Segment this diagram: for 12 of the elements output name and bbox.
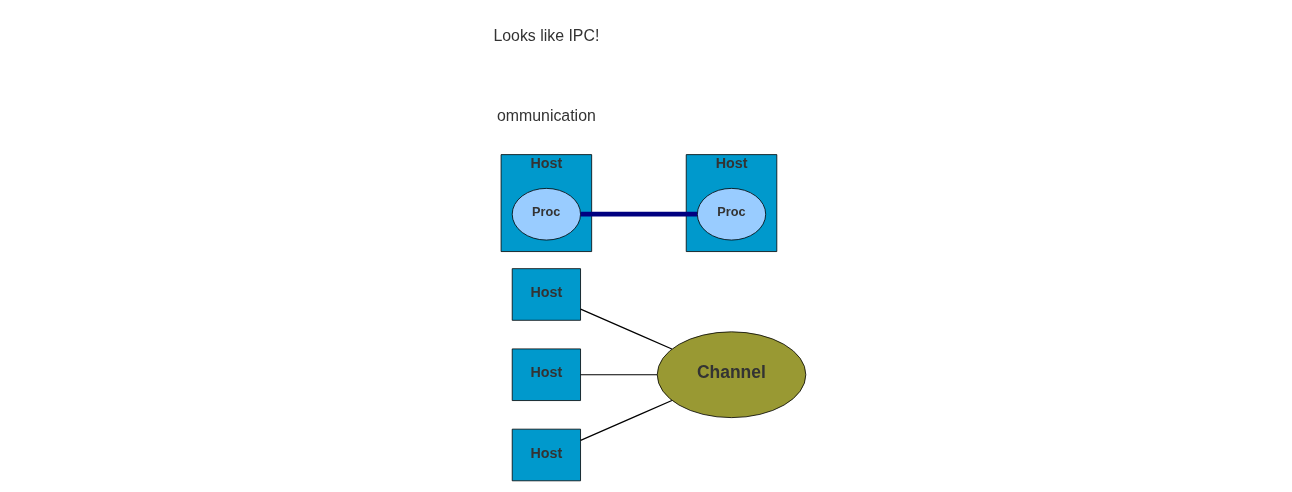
label: ommunication: [496, 107, 596, 125]
node-box: Host: [511, 428, 581, 482]
connector: [580, 211, 697, 217]
connector: [579, 399, 672, 441]
node-box: Host: [511, 268, 581, 321]
label: Looks like IPC!: [492, 26, 599, 44]
node-ellipse: Proc: [696, 188, 766, 241]
node-ellipse: Proc: [511, 188, 581, 241]
connector: [579, 308, 672, 350]
connector: [579, 374, 658, 376]
node-ellipse: Channel: [656, 331, 806, 419]
node-box: Host: [511, 348, 581, 401]
